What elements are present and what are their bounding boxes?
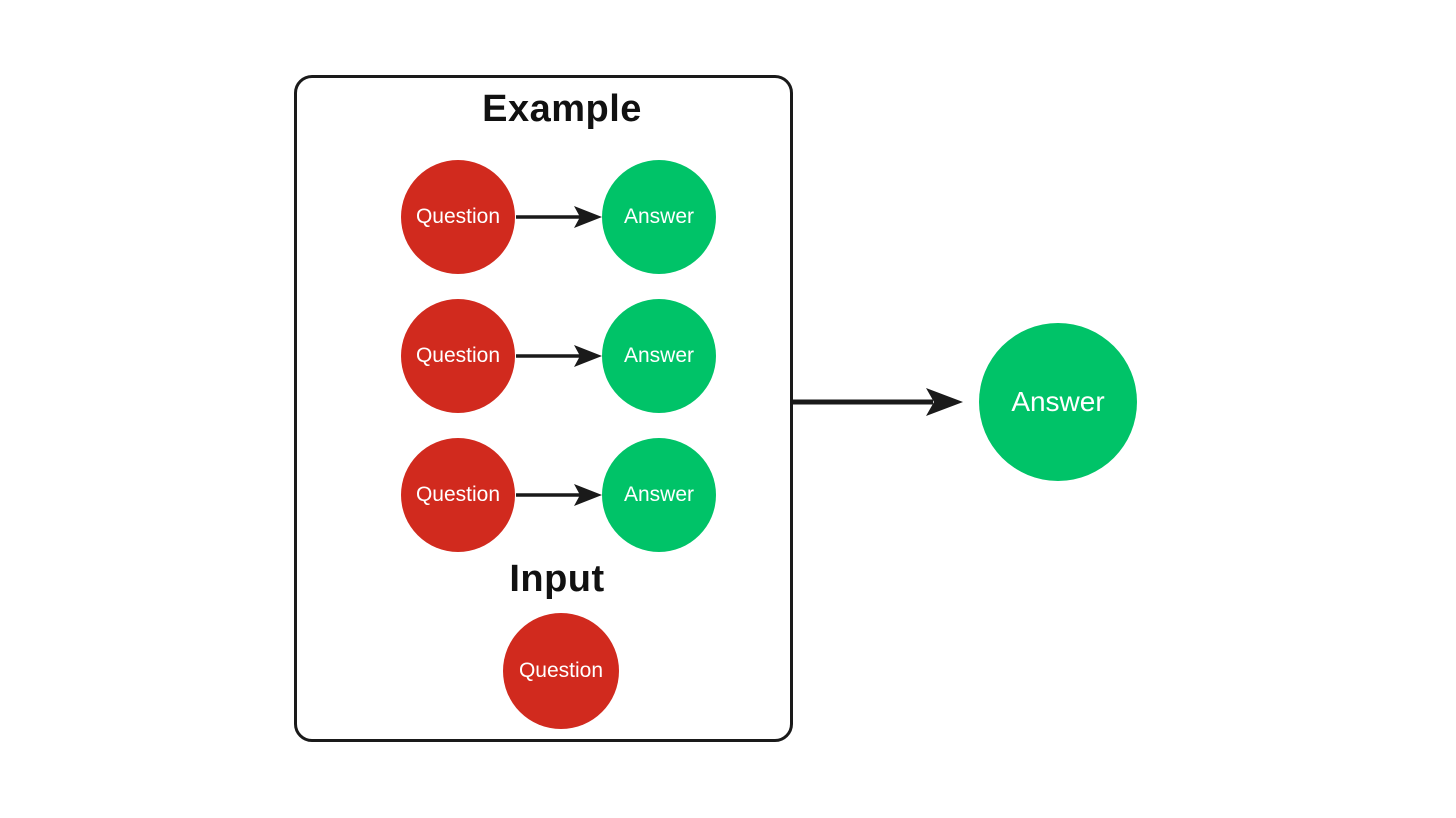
answer-node-3: Answer bbox=[602, 438, 716, 552]
arrow-question-to-answer-2-icon bbox=[516, 345, 602, 367]
input-question-node-label: Question bbox=[518, 659, 604, 682]
input-question-node: Question bbox=[503, 613, 619, 729]
question-node-1-label: Question bbox=[415, 205, 501, 228]
answer-node-2: Answer bbox=[602, 299, 716, 413]
input-label: Input bbox=[509, 558, 605, 600]
arrow-question-to-answer-3-icon bbox=[516, 484, 602, 506]
example-box-title: Example bbox=[482, 88, 642, 130]
question-node-1: Question bbox=[401, 160, 515, 274]
question-node-2-label: Question bbox=[415, 344, 501, 367]
answer-node-1: Answer bbox=[602, 160, 716, 274]
question-node-3: Question bbox=[401, 438, 515, 552]
output-answer-node-label: Answer bbox=[1011, 386, 1105, 417]
answer-node-1-label: Answer bbox=[623, 205, 695, 228]
output-answer-node: Answer bbox=[979, 323, 1137, 481]
example-box bbox=[294, 75, 793, 742]
question-node-2: Question bbox=[401, 299, 515, 413]
answer-node-2-label: Answer bbox=[623, 344, 695, 367]
arrow-box-to-output-icon bbox=[793, 388, 963, 416]
question-node-3-label: Question bbox=[415, 483, 501, 506]
arrow-question-to-answer-1-icon bbox=[516, 206, 602, 228]
answer-node-3-label: Answer bbox=[623, 483, 695, 506]
